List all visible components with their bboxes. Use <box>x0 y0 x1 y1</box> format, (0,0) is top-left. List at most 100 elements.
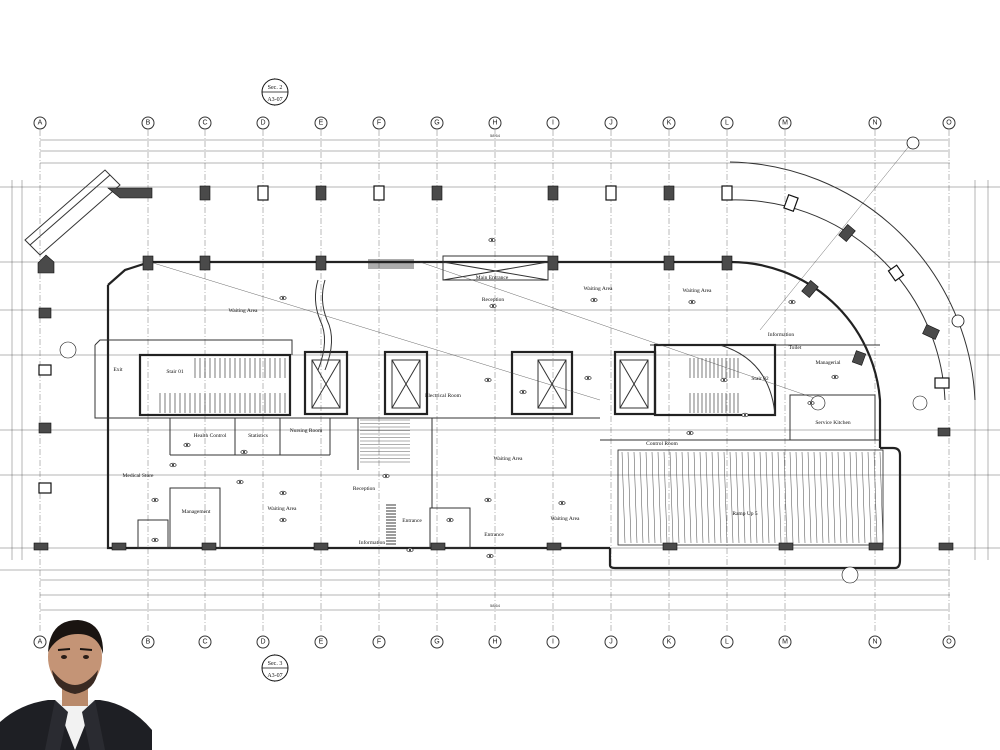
level-tag <box>720 377 728 383</box>
grid-bubble-M: M <box>778 116 792 130</box>
level-tag <box>558 500 566 506</box>
overall-dimension-bottom: 58.64 <box>490 603 501 608</box>
room-label-ramp-up: Ramp Up 5 <box>732 511 758 517</box>
section-marker-top-title: Sec. 2 <box>268 85 283 91</box>
column <box>373 185 385 201</box>
column <box>38 307 52 319</box>
level-tag <box>446 517 454 523</box>
section-marker-bottom-sheet: A3-07 <box>267 673 282 679</box>
level-tag <box>741 412 749 418</box>
grid-bubble-label: F <box>377 120 381 127</box>
level-tag <box>240 449 248 455</box>
room-label-stair-01: Stair 01 <box>166 369 184 375</box>
grid-bubble-N: N <box>868 635 882 649</box>
column <box>778 542 794 551</box>
column <box>431 185 443 201</box>
level-tag <box>788 299 796 305</box>
grid-bubble-label: C <box>202 639 207 646</box>
stair-02-treads <box>689 358 739 413</box>
room-label-entrance-2: Entrance <box>484 532 504 538</box>
column <box>605 185 617 201</box>
grid-bubble-L: L <box>720 635 734 649</box>
column <box>430 542 446 551</box>
grid-bubble-F: F <box>372 116 386 130</box>
room-label-statistics: Statistics <box>248 433 268 439</box>
grid-bubble-label: M <box>782 639 788 646</box>
grid-bubble-label: J <box>609 120 613 127</box>
column <box>37 254 55 274</box>
grid-bubble-I: I <box>546 116 560 130</box>
room-label-managerial: Managerial <box>815 360 841 366</box>
room-label-nursing-room: Nursing Room <box>290 428 323 434</box>
grid-bubble-K: K <box>662 116 676 130</box>
column <box>547 185 559 201</box>
level-tag <box>279 490 287 496</box>
column <box>663 185 675 201</box>
column <box>662 542 678 551</box>
room-label-waiting-area: Waiting Area <box>493 456 523 462</box>
grid-bubble-E: E <box>314 635 328 649</box>
grid-bubble-label: E <box>319 120 324 127</box>
grid-bubble-I: I <box>546 635 560 649</box>
grid-bubble-C: C <box>198 116 212 130</box>
grid-bubble-label: N <box>872 639 877 646</box>
grid-bubble-label: A <box>38 639 43 646</box>
structural-columns <box>33 185 954 551</box>
grid-bubble-label: L <box>725 639 729 646</box>
column <box>107 187 153 199</box>
level-tags <box>151 237 839 559</box>
column <box>546 542 562 551</box>
grid-bubble-label: D <box>260 120 265 127</box>
level-tag <box>807 400 815 406</box>
grid-bubble-label: J <box>609 639 613 646</box>
grid-bubble-label: G <box>434 639 439 646</box>
section-marker-top: Sec. 2 A3-07 <box>261 78 289 106</box>
column <box>938 542 954 551</box>
grid-bubble-L: L <box>720 116 734 130</box>
level-tag <box>279 517 287 523</box>
section-marker-bottom-title: Sec. 3 <box>268 661 283 667</box>
grid-bubble-label: A <box>38 120 43 127</box>
level-tag <box>279 295 287 301</box>
level-tag <box>484 377 492 383</box>
grid-bubble-label: E <box>319 639 324 646</box>
level-tag <box>688 299 696 305</box>
entrance-steps <box>360 259 414 545</box>
room-label-service-kitchen: Service Kitchen <box>815 420 851 426</box>
grid-lines <box>39 130 950 632</box>
stair-01-treads <box>159 358 286 413</box>
grid-bubble-F: F <box>372 635 386 649</box>
level-tag <box>486 553 494 559</box>
room-label-waiting-area: Waiting Area <box>267 506 297 512</box>
column <box>315 255 327 271</box>
column <box>721 185 733 201</box>
grid-bubble-O: O <box>942 635 956 649</box>
grid-bubble-label: H <box>492 639 497 646</box>
column <box>38 364 52 376</box>
room-label-management: Management <box>182 509 211 515</box>
room-label-reception: Reception <box>482 297 505 303</box>
callout-left <box>59 341 928 584</box>
level-tag <box>151 537 159 543</box>
grid-bubble-G: G <box>430 635 444 649</box>
grid-bubble-D: D <box>256 116 270 130</box>
level-tag <box>151 497 159 503</box>
grid-bubble-label: K <box>667 639 672 646</box>
curved-ramp-left-2 <box>321 279 332 371</box>
grid-bubble-label: K <box>667 120 672 127</box>
room-label-entrance: Entrance <box>402 518 422 524</box>
grid-bubble-label: M <box>782 120 788 127</box>
grid-bubble-label: B <box>146 120 151 127</box>
grid-bubble-A: A <box>33 635 47 649</box>
level-tag <box>236 479 244 485</box>
section-marker-right <box>906 136 965 328</box>
room-label-toilet: Toilet <box>789 345 802 351</box>
elevator-cars <box>311 359 649 409</box>
level-tag <box>484 497 492 503</box>
level-tag <box>519 389 527 395</box>
grid-bubble-label: H <box>492 120 497 127</box>
level-tag <box>382 473 390 479</box>
grid-bubble-label: I <box>552 120 554 127</box>
main-entrance-canopy <box>442 255 549 281</box>
